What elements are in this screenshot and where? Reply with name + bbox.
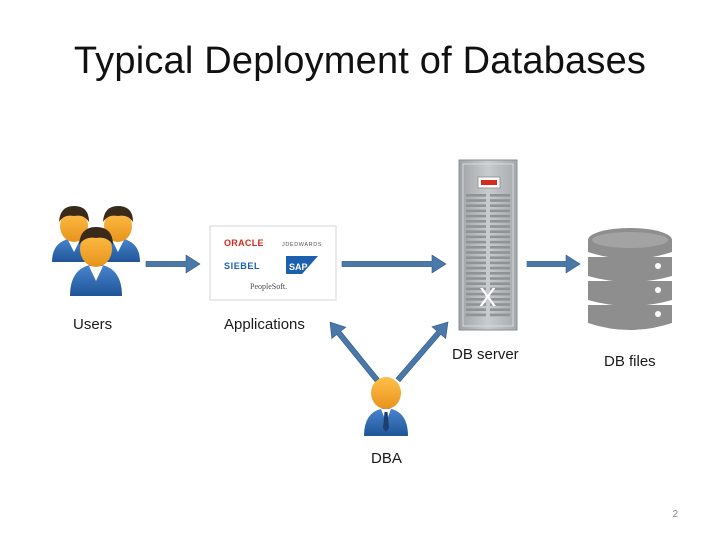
arrow-users-to-applications xyxy=(145,254,201,274)
logo-peoplesoft: PeopleSoft. xyxy=(250,282,287,291)
logo-jdedwards: JDEDWARDS xyxy=(282,242,322,248)
slide-title: Typical Deployment of Databases xyxy=(73,40,647,82)
arrows-group xyxy=(145,254,581,383)
logo-sap-mark: SAP xyxy=(286,256,318,274)
logo-oracle: ORACLE xyxy=(224,238,264,248)
users-group-icon xyxy=(52,206,140,296)
logo-sap: SAP xyxy=(289,262,308,272)
server-rack-icon: X xyxy=(458,159,518,331)
arrow-dba-to-db-server xyxy=(395,321,449,383)
label-db-server: DB server xyxy=(452,346,519,363)
arrow-applications-to-db-server xyxy=(341,254,447,274)
server-x-mark: X xyxy=(479,282,496,312)
arrow-db-server-to-db-files xyxy=(526,254,581,274)
applications-logos-icon: ORACLE JDEDWARDS SIEBEL SAP PeopleSoft. xyxy=(209,225,337,301)
arrow-dba-to-applications xyxy=(329,321,380,383)
label-applications: Applications xyxy=(224,316,305,333)
label-users: Users xyxy=(73,316,113,333)
database-stack-icon xyxy=(588,228,672,330)
label-dba: DBA xyxy=(371,450,402,467)
label-db-files: DB files xyxy=(604,353,656,370)
dba-person-icon xyxy=(364,377,408,436)
page-number: 2 xyxy=(672,509,678,520)
logo-siebel: SIEBEL xyxy=(224,261,260,271)
